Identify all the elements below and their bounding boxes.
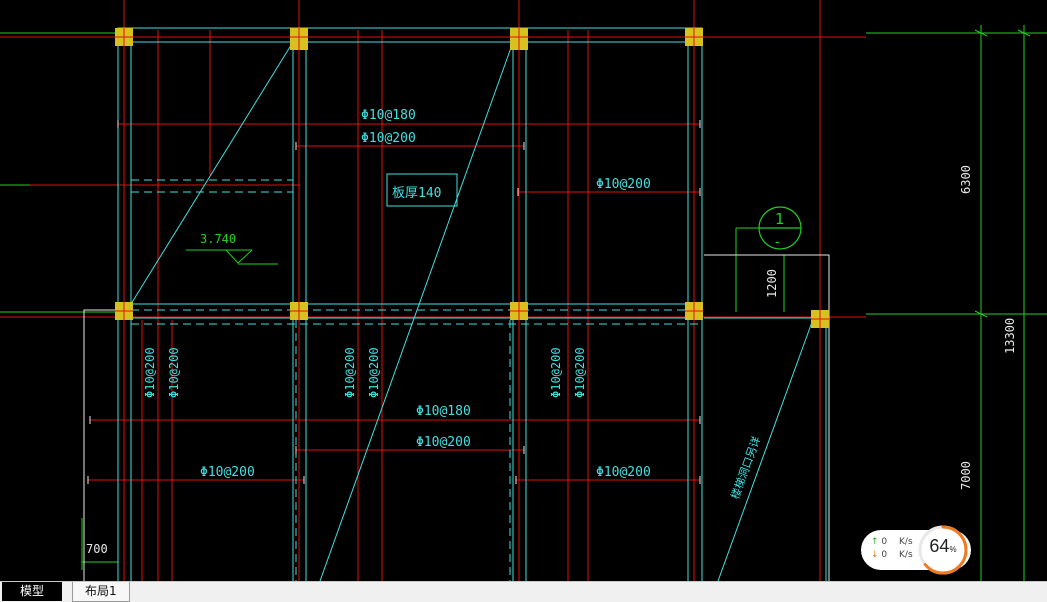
dimension-700: 700: [86, 542, 108, 556]
rebar-label-vertical: Φ10@200: [343, 347, 357, 398]
slab-label-box: [386, 173, 458, 207]
axis-lines-red: [0, 0, 866, 581]
upload-speed-unit: K/s: [899, 537, 913, 547]
layout-tab-bar: 模型 布局1: [0, 581, 1047, 602]
dimension-7000: 7000: [959, 461, 973, 490]
section-symbol-icon: [758, 206, 802, 250]
slab-thickness-label: 板厚140: [392, 186, 441, 201]
dimension-1200: 1200: [765, 269, 779, 298]
rebar-label-top-main: Φ10@180: [361, 108, 416, 123]
section-sub: -: [775, 235, 780, 250]
rebar-label-vertical: Φ10@200: [143, 347, 157, 398]
rebar-label-vertical: Φ10@200: [573, 347, 587, 398]
download-speed-unit: K/s: [899, 550, 913, 560]
beam-dashed-lines: [131, 42, 702, 581]
axis-lines-green: [0, 25, 1047, 581]
rebar-label-lower-sub: Φ10@200: [416, 435, 471, 450]
rebar-label-top-sub: Φ10@200: [361, 131, 416, 146]
download-speed-value: 0: [881, 550, 888, 560]
network-speed-widget[interactable]: ↑ 0 K/s ↓ 0 K/s 64%: [861, 525, 971, 575]
dimension-13300: 13300: [1003, 318, 1017, 354]
dimension-6300: 6300: [959, 165, 973, 194]
usage-gauge-arc: [918, 525, 968, 575]
rebar-label-lower-left: Φ10@200: [200, 465, 255, 480]
diagonal-lines: [130, 41, 813, 581]
download-speed-row: ↓ 0 K/s: [871, 550, 913, 560]
column-axis-cross: [115, 28, 829, 328]
canvas-background: [0, 0, 1047, 581]
download-arrow-icon: ↓: [871, 550, 879, 560]
rebar-label-vertical: Φ10@200: [549, 347, 563, 398]
elevation-label: 3.740: [200, 232, 236, 246]
rebar-label-top-right: Φ10@200: [596, 177, 651, 192]
elevation-marker: [186, 249, 278, 265]
tab-model[interactable]: 模型: [2, 582, 63, 601]
upload-speed-row: ↑ 0 K/s: [871, 537, 913, 547]
rebar-label-vertical: Φ10@200: [167, 347, 181, 398]
rebar-end-ticks: [87, 120, 701, 484]
section-number: 1: [775, 210, 785, 228]
cad-drawing-canvas[interactable]: Φ10@180 Φ10@200 Φ10@200 Φ10@180 Φ10@200 …: [0, 0, 1047, 581]
tab-layout1[interactable]: 布局1: [72, 582, 130, 602]
rebar-label-vertical: Φ10@200: [367, 347, 381, 398]
upload-speed-value: 0: [881, 537, 888, 547]
usage-gauge: [918, 525, 968, 575]
rebar-label-lower-right: Φ10@200: [596, 465, 651, 480]
upload-arrow-icon: ↑: [871, 537, 879, 547]
usage-percent: 64%: [929, 536, 957, 556]
rebar-label-lower-main: Φ10@180: [416, 404, 471, 419]
outline-white: [83, 254, 830, 581]
